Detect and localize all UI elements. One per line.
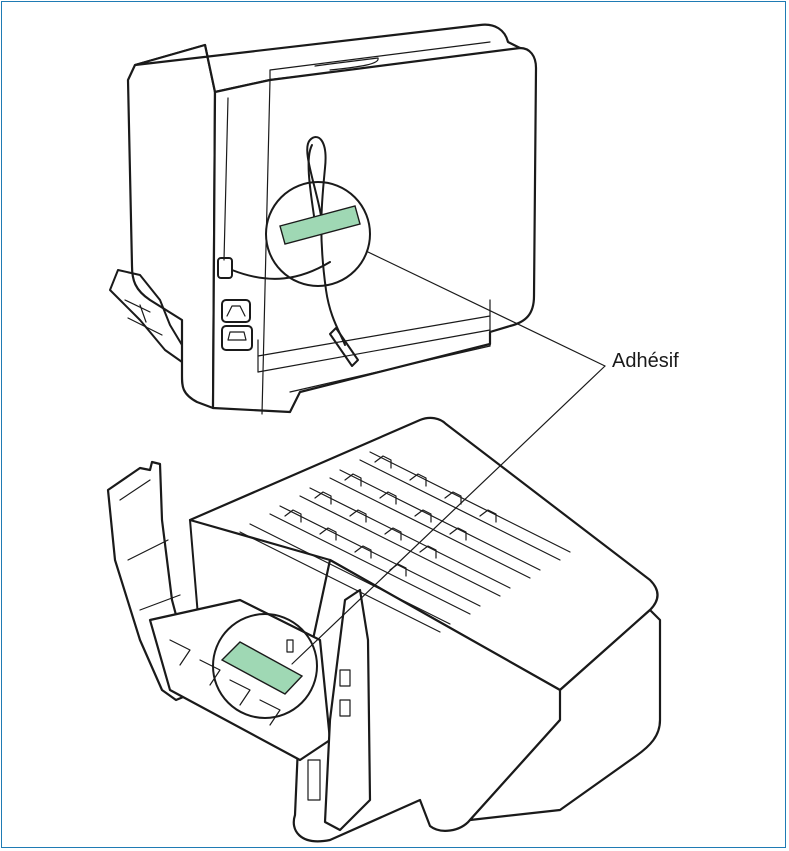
cable-port bbox=[217, 257, 233, 279]
printer-rear bbox=[109, 23, 538, 415]
power-inlet-socket bbox=[227, 331, 247, 341]
duplex-tray bbox=[148, 598, 332, 762]
printer-corner-line bbox=[223, 97, 229, 261]
duplex-flap-latch bbox=[307, 759, 321, 801]
printer-lower-shelf bbox=[257, 315, 491, 393]
adhesive-label: Adhésif bbox=[612, 350, 679, 372]
duplex-left-door-detail bbox=[119, 479, 181, 611]
printer-top-ridge bbox=[269, 41, 491, 81]
duplex-flap-clip-2 bbox=[339, 699, 351, 717]
printer-top-slot bbox=[314, 57, 379, 71]
duplex-slot bbox=[286, 639, 294, 653]
leader-to-duplex-tape bbox=[291, 365, 606, 665]
cable-plug bbox=[329, 327, 359, 367]
duplex-flap-clip-1 bbox=[339, 669, 351, 687]
duplex-tray-guides bbox=[169, 639, 281, 726]
duplex-tape bbox=[220, 641, 304, 695]
printer-hinge-detail bbox=[124, 299, 163, 336]
duplex-roller-rows bbox=[239, 451, 571, 633]
printer-cable bbox=[231, 261, 331, 280]
power-switch bbox=[221, 299, 251, 323]
power-inlet bbox=[221, 325, 253, 351]
printer-hinge-bracket bbox=[109, 269, 183, 363]
cable-tape bbox=[279, 205, 361, 245]
printer-back-face bbox=[211, 46, 538, 414]
duplex-unit bbox=[106, 416, 662, 843]
duplex-right-face bbox=[468, 608, 662, 822]
power-switch-mark bbox=[226, 305, 246, 317]
printer-back-edge bbox=[261, 79, 271, 415]
cable-tape-magnifier bbox=[265, 181, 371, 287]
callout-leaders bbox=[291, 251, 606, 665]
printer-shelf-ends bbox=[257, 299, 491, 373]
leader-to-cable-tape bbox=[367, 251, 606, 367]
duplex-tape-magnifier bbox=[212, 613, 318, 719]
